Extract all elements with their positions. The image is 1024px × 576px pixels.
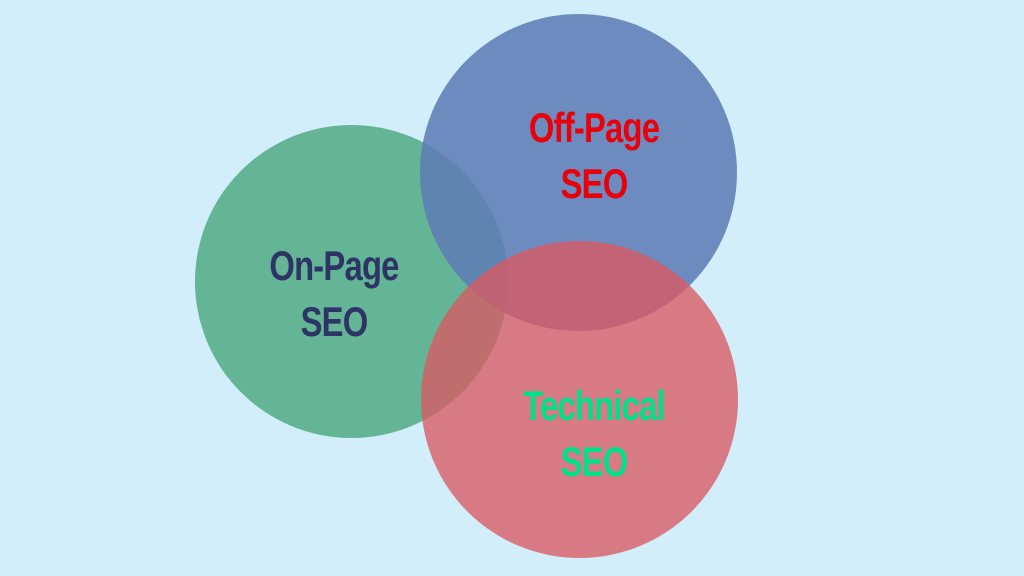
on-page-label-line1: On-Page xyxy=(269,242,399,289)
technical-label-line2: SEO xyxy=(560,438,629,485)
on-page-seo-label: On-Page SEO xyxy=(256,238,412,350)
off-page-label-line1: Off-Page xyxy=(528,104,660,151)
off-page-seo-label: Off-Page SEO xyxy=(516,100,672,212)
on-page-label-line2: SEO xyxy=(300,298,369,345)
off-page-label-line2: SEO xyxy=(560,160,629,207)
technical-seo-label: Technical SEO xyxy=(508,378,680,490)
technical-label-line1: Technical xyxy=(523,382,665,429)
technical-seo-circle xyxy=(421,241,738,558)
